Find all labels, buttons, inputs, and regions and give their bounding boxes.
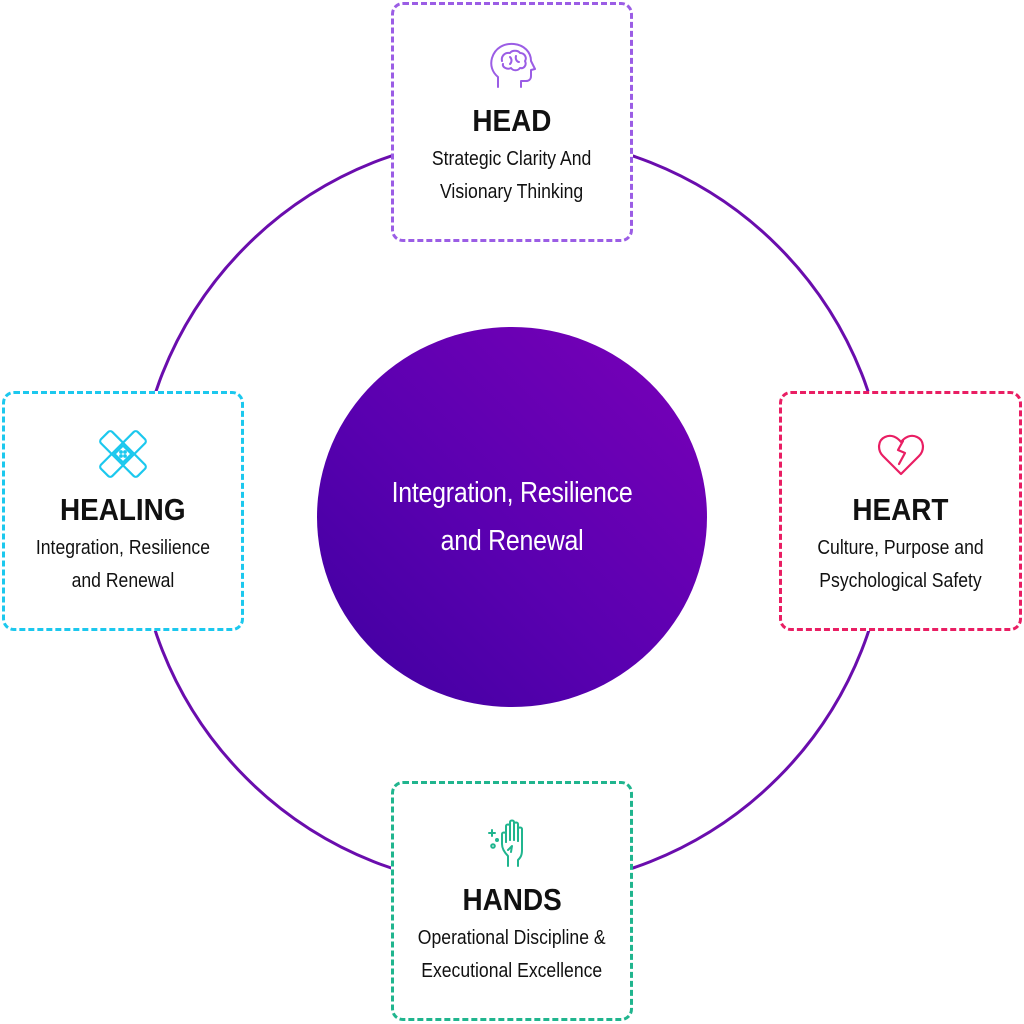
head-description: Strategic Clarity And Visionary Thinking [432, 143, 591, 209]
head-title: HEAD [472, 103, 552, 138]
heart-desc-line1: Culture, Purpose and [817, 537, 984, 559]
hands-title: HANDS [462, 882, 562, 917]
heart-desc-line2: Psychological Safety [819, 570, 982, 592]
hands-desc-line2: Executional Excellence [421, 960, 603, 982]
raised-hand-icon [482, 814, 542, 874]
bandage-icon [93, 424, 153, 484]
hands-desc-line1: Operational Discipline & [418, 927, 606, 949]
healing-title: HEALING [60, 492, 186, 527]
center-circle: Integration, Resilience and Renewal [317, 327, 707, 707]
heart-title: HEART [852, 492, 949, 527]
brain-head-icon [482, 35, 542, 95]
head-desc-line1: Strategic Clarity And [432, 148, 592, 170]
head-card: HEAD Strategic Clarity And Visionary Thi… [391, 2, 633, 242]
hands-card: HANDS Operational Discipline & Execution… [391, 781, 633, 1021]
head-desc-line2: Visionary Thinking [440, 181, 584, 203]
healing-card: HEALING Integration, Resilience and Rene… [2, 391, 244, 631]
broken-heart-icon [871, 424, 931, 484]
healing-description: Integration, Resilience and Renewal [36, 532, 210, 598]
healing-desc-line2: and Renewal [71, 570, 175, 592]
center-text-line2: and Renewal [440, 525, 584, 557]
healing-desc-line1: Integration, Resilience [35, 537, 211, 559]
heart-card: HEART Culture, Purpose and Psychological… [779, 391, 1022, 631]
hands-description: Operational Discipline & Executional Exc… [418, 922, 606, 988]
heart-description: Culture, Purpose and Psychological Safet… [817, 532, 983, 598]
center-text-line1: Integration, Resilience [391, 477, 633, 509]
